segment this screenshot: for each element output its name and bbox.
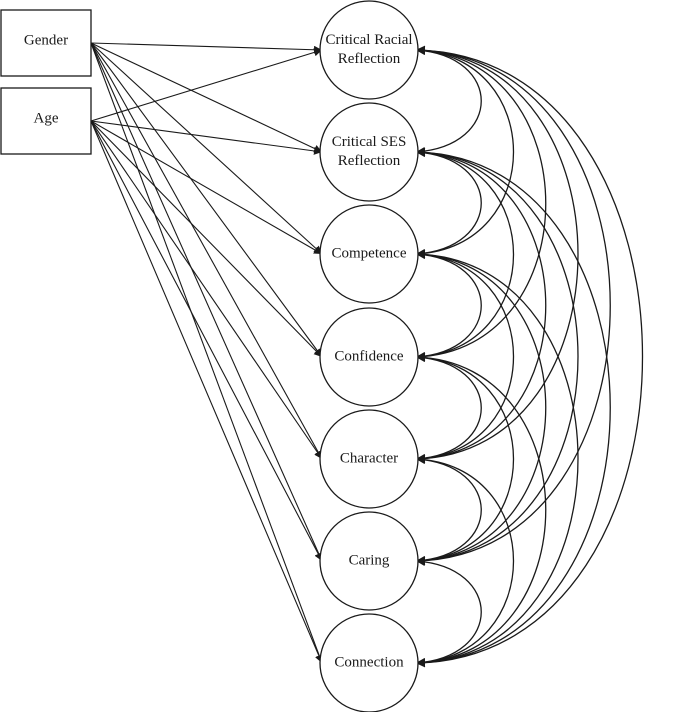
covariance-arc-character-connection: [415, 454, 515, 668]
outcome-node-connection: Connection: [319, 613, 419, 712]
covariance-arc-critical-racial-reflection-competence: [415, 45, 515, 259]
outcome-node-character: Character: [319, 409, 419, 509]
covariance-arc-critical-ses-reflection-connection: [415, 147, 611, 668]
outcome-label-confidence: Confidence: [334, 348, 403, 364]
outcome-node-caring: Caring: [319, 511, 419, 611]
predictor-label-gender: Gender: [24, 32, 68, 48]
covariance-arc-confidence-character: [415, 353, 482, 463]
predictor-box-gender: Gender: [0, 9, 92, 77]
covariance-arc-critical-ses-reflection-competence: [415, 148, 482, 258]
covariance-arc-character-caring: [415, 455, 482, 565]
covariance-arc-critical-racial-reflection-critical-ses-reflection: [415, 46, 482, 156]
outcome-label-critical-ses-reflection-line-1: Critical SES: [332, 134, 407, 150]
covariance-arc-critical-ses-reflection-confidence: [415, 147, 515, 362]
covariance-arc-critical-ses-reflection-caring: [415, 147, 579, 566]
outcome-label-critical-ses-reflection-line-2: Reflection: [338, 153, 401, 169]
path-age-to-critical-ses-reflection: [90, 120, 323, 155]
covariance-arc-competence-connection: [415, 249, 579, 668]
path-gender-to-critical-racial-reflection: [90, 42, 323, 54]
outcome-node-confidence: Confidence: [319, 307, 419, 407]
covariance-arc-competence-caring: [415, 249, 547, 566]
regression-path-layer: [90, 42, 323, 664]
path-age-to-critical-racial-reflection: [90, 48, 323, 122]
covariance-arc-caring-connection: [415, 557, 482, 667]
outcome-label-critical-racial-reflection-line-1: Critical Racial: [325, 32, 412, 48]
outcome-label-caring: Caring: [349, 552, 390, 568]
covariance-arc-competence-confidence: [415, 250, 482, 361]
predictor-label-age: Age: [34, 110, 59, 126]
covariance-arc-critical-ses-reflection-character: [415, 147, 547, 464]
path-gender-to-critical-ses-reflection: [90, 42, 323, 153]
path-gender-to-confidence: [90, 42, 323, 358]
path-gender-to-character: [90, 42, 323, 460]
covariance-arc-competence-character: [415, 249, 515, 464]
covariance-layer: [415, 45, 643, 668]
path-gender-to-connection: [90, 42, 323, 664]
outcome-node-critical-ses-reflection: Critical SES Reflection: [319, 102, 419, 202]
path-age-to-connection: [90, 120, 323, 664]
outcome-node-competence: Competence: [319, 204, 419, 304]
path-age-to-confidence: [90, 120, 323, 358]
path-gender-to-caring: [90, 42, 323, 562]
path-gender-to-competence: [90, 42, 323, 255]
covariance-arc-critical-racial-reflection-caring: [415, 45, 611, 566]
path-age-to-caring: [90, 120, 323, 562]
covariance-arc-confidence-connection: [415, 352, 547, 668]
covariance-arc-critical-racial-reflection-confidence: [415, 45, 547, 362]
covariance-arc-critical-racial-reflection-character: [415, 45, 579, 464]
path-age-to-competence: [90, 120, 323, 255]
outcome-label-competence: Competence: [332, 245, 407, 261]
covariance-arc-critical-racial-reflection-connection: [415, 45, 643, 668]
covariance-arc-confidence-caring: [415, 352, 515, 566]
outcome-label-connection: Connection: [334, 654, 404, 670]
predictor-box-age: Age: [0, 87, 92, 155]
outcome-label-character: Character: [340, 450, 398, 466]
path-age-to-character: [90, 120, 323, 460]
outcome-label-critical-racial-reflection-line-2: Reflection: [338, 51, 401, 67]
